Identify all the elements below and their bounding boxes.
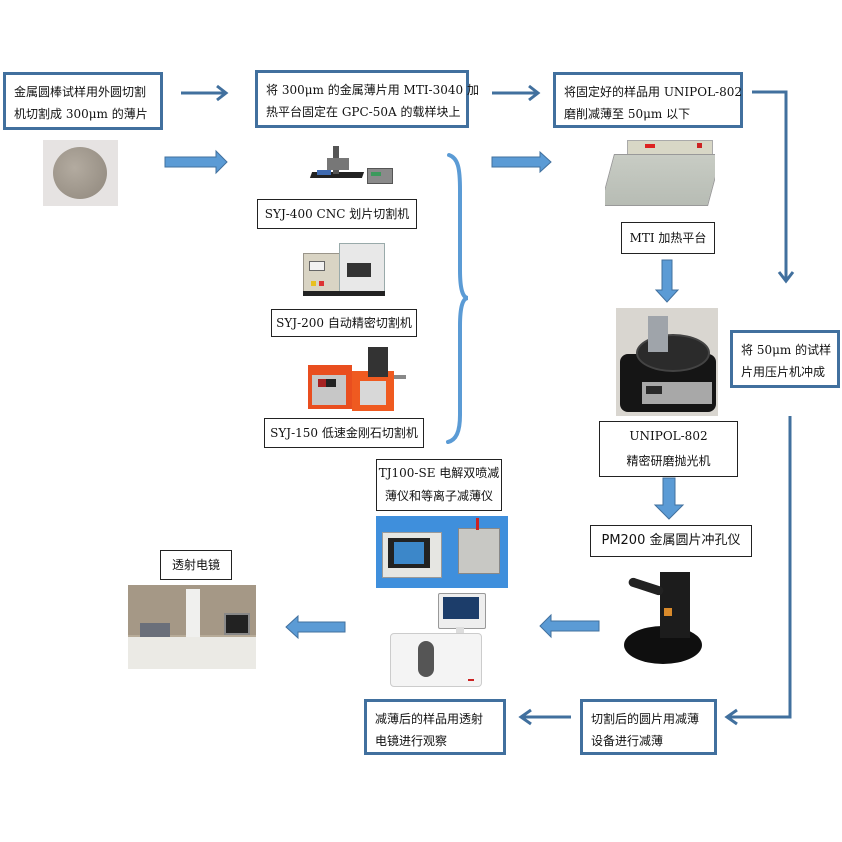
electrolytic-thinner-image xyxy=(376,516,508,588)
step6-text-line2: 电镜进行观察 xyxy=(375,734,448,748)
metal-disc-image xyxy=(43,140,118,206)
punch-label: PM200 金属圆片冲孔仪 xyxy=(590,525,752,557)
precision-cutter-image xyxy=(303,237,385,297)
step5-text-line2: 设备进行减薄 xyxy=(591,734,664,748)
step6-text-line1: 减薄后的样品用透射 xyxy=(375,712,484,726)
step1-text-line2: 机切割成 300μm 的薄片 xyxy=(14,107,148,121)
step5-text-line1: 切割后的圆片用减薄 xyxy=(591,712,700,726)
step2-box: 将 300μm 的金属薄片用 MTI-3040 加 热平台固定在 GPC-50A… xyxy=(255,70,479,128)
arrow-step5-to-step6 xyxy=(518,708,571,726)
polisher-image xyxy=(616,308,718,416)
cutter1-label: SYJ-400 CNC 划片切割机 xyxy=(257,199,417,229)
step4-box: 将 50μm 的试样 片用压片机冲成 xyxy=(730,330,840,388)
connector-step3-to-step4 xyxy=(752,90,795,284)
cnc-dicing-saw-image xyxy=(305,140,393,192)
step2-text-line2: 热平台固定在 GPC-50A 的载样块上 xyxy=(266,105,461,119)
thinner-label: TJ100-SE 电解双喷减 薄仪和等离子减薄仪 xyxy=(376,459,502,511)
block-arrow-thinner-to-tem xyxy=(285,614,346,640)
diamond-saw-image xyxy=(308,345,408,413)
cutter3-label-text: SYJ-150 低速金刚石切割机 xyxy=(270,426,418,440)
thinner-label-line2: 薄仪和等离子减薄仪 xyxy=(384,489,493,503)
step2-text-line1: 将 300μm 的金属薄片用 MTI-3040 加 xyxy=(266,83,479,97)
step1-box: 金属圆棒试样用外圆切割 机切割成 300μm 的薄片 xyxy=(3,72,163,130)
arrow-step2-to-step3 xyxy=(492,84,541,102)
cutter2-label-text: SYJ-200 自动精密切割机 xyxy=(276,316,412,330)
heating-platform-label: MTI 加热平台 xyxy=(621,222,715,254)
step3-text-line1: 将固定好的样品用 UNIPOL-802 xyxy=(564,85,743,99)
cutter1-label-text: SYJ-400 CNC 划片切割机 xyxy=(264,207,410,221)
block-arrow-punch-to-thinner xyxy=(539,613,600,639)
arrow-step1-to-step2 xyxy=(181,84,229,102)
cutters-brace xyxy=(446,153,469,444)
step3-box: 将固定好的样品用 UNIPOL-802 磨削减薄至 50μm 以下 xyxy=(553,72,743,128)
tem-microscope-image xyxy=(128,585,256,669)
block-arrow-cutters-to-heating xyxy=(491,150,552,174)
disc-punch-image xyxy=(622,568,704,668)
block-arrow-disc-to-cutters xyxy=(164,149,228,175)
tem-label-text: 透射电镜 xyxy=(171,558,220,572)
tem-label: 透射电镜 xyxy=(160,550,232,580)
polisher-label-line1: UNIPOL-802 xyxy=(629,429,708,443)
cutter3-label: SYJ-150 低速金刚石切割机 xyxy=(264,418,424,448)
step1-text-line1: 金属圆棒试样用外圆切割 xyxy=(14,85,147,99)
polisher-label-line2: 精密研磨抛光机 xyxy=(626,454,711,468)
step3-text-line2: 磨削减薄至 50μm 以下 xyxy=(564,107,691,121)
polisher-label: UNIPOL-802 精密研磨抛光机 xyxy=(599,421,738,477)
block-arrow-polisher-to-punch xyxy=(653,477,685,520)
block-arrow-heating-to-polisher xyxy=(654,259,680,303)
punch-label-text: PM200 金属圆片冲孔仪 xyxy=(601,533,741,548)
step4-text-line2: 片用压片机冲成 xyxy=(741,365,826,379)
thinner-label-line1: TJ100-SE 电解双喷减 xyxy=(378,466,500,480)
heating-platform-label-text: MTI 加热平台 xyxy=(629,231,707,245)
step4-text-line1: 将 50μm 的试样 xyxy=(741,343,832,357)
step6-box: 减薄后的样品用透射 电镜进行观察 xyxy=(364,699,506,755)
step5-box: 切割后的圆片用减薄 设备进行减薄 xyxy=(580,699,717,755)
cutter2-label: SYJ-200 自动精密切割机 xyxy=(271,309,417,337)
ion-mill-image xyxy=(388,593,488,689)
heating-platform-image xyxy=(605,140,715,208)
